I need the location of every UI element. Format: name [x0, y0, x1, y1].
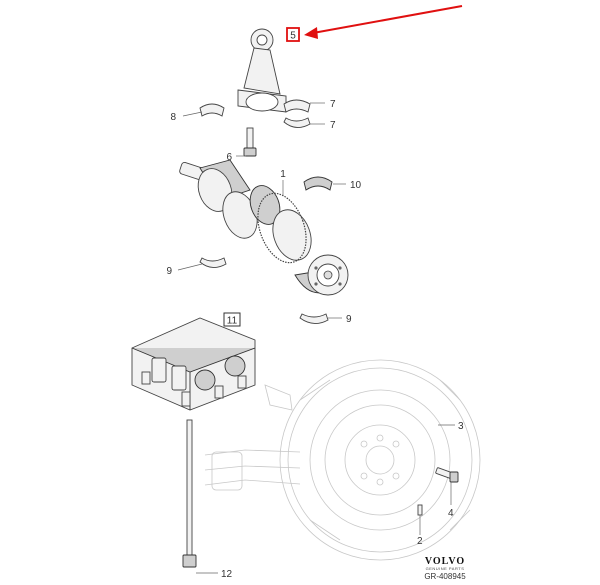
callout-1: 1 — [280, 169, 286, 180]
flywheel-bolt — [435, 467, 459, 483]
callout-7-upper: 7 — [330, 99, 336, 110]
leader-lines — [177, 102, 455, 574]
callout-12: 12 — [221, 569, 233, 580]
callout-2: 2 — [417, 536, 423, 547]
pipe-bracket — [204, 384, 301, 491]
callout-10: 10 — [350, 180, 362, 191]
highlight-arrow — [304, 5, 463, 39]
balancer-assembly — [131, 317, 256, 411]
callout-6: 6 — [226, 152, 232, 163]
callout-3: 3 — [458, 421, 464, 432]
bearing-shell-7-upper — [283, 99, 311, 113]
bearing-shell-10 — [303, 176, 333, 191]
bearing-shell-9-right — [299, 313, 329, 324]
connecting-rod — [237, 28, 287, 113]
callout-9-left: 9 — [166, 266, 172, 277]
brand-tagline: GENUINE PARTS — [426, 566, 465, 571]
callout-4: 4 — [448, 508, 454, 519]
callout-5-box — [286, 27, 300, 42]
crankshaft — [179, 159, 349, 296]
rod-bolt — [243, 127, 257, 157]
callout-8: 8 — [170, 112, 176, 123]
flywheel — [279, 359, 481, 561]
diagram-reference: GR-408945 — [424, 572, 466, 581]
bearing-shell-9-left — [199, 257, 227, 268]
callout-11-box — [223, 312, 241, 327]
callout-11: 11 — [227, 316, 238, 327]
bearing-shell-8 — [199, 103, 225, 117]
dowel-pin — [417, 504, 423, 516]
callout-7-lower: 7 — [330, 120, 336, 131]
callout-5: 5 — [290, 31, 296, 42]
bearing-shell-7-lower — [283, 117, 311, 128]
callout-9-right: 9 — [346, 314, 352, 325]
brand-logo: VOLVO — [425, 556, 465, 567]
long-bolt — [182, 419, 197, 568]
